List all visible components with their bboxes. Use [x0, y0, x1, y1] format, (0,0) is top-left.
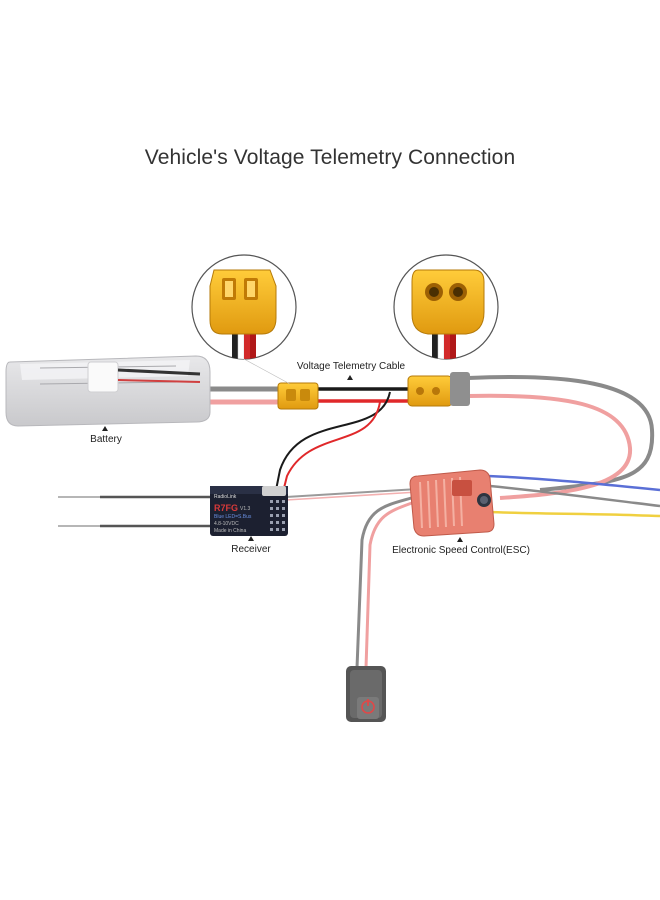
- receiver-led: Blue LED=S.Bus: [214, 514, 252, 520]
- receiver-origin: Made in China: [214, 528, 246, 534]
- esc-label: Electronic Speed Control(ESC): [392, 545, 530, 556]
- connector-inset-female: [393, 254, 499, 360]
- power-icon: [361, 699, 375, 714]
- battery-lead: [198, 386, 280, 405]
- esc-marker: [457, 537, 463, 542]
- switch-lead: [355, 494, 421, 669]
- telemetry-cable-wires: [275, 387, 410, 493]
- cable-label-bg: [294, 359, 408, 372]
- receiver-antennas: [58, 495, 212, 528]
- receiver-marker: [248, 536, 254, 541]
- inset-pointer-left: [243, 358, 291, 385]
- receiver: RadioLink R7FG V1.3 Blue LED=S.Bus 4.8-1…: [210, 486, 288, 536]
- receiver-label: Receiver: [231, 544, 271, 555]
- label-markers: [102, 375, 463, 542]
- power-switch: [346, 666, 386, 722]
- page-title: Vehicle's Voltage Telemetry Connection: [144, 146, 516, 169]
- receiver-pin-header: [270, 500, 285, 531]
- battery-label: Battery: [90, 434, 122, 445]
- receiver-version: V1.3: [240, 506, 251, 512]
- motor-wires: [487, 474, 660, 518]
- xt60-female-connector: [407, 372, 470, 407]
- cable-marker: [347, 375, 353, 380]
- xt60-male-connector: [277, 382, 319, 410]
- battery-pack: [5, 355, 211, 427]
- connector-inset-male: [191, 254, 297, 360]
- esc: [409, 469, 495, 537]
- signal-lead: [285, 488, 419, 501]
- cable-label: Voltage Telemetry Cable: [297, 361, 406, 372]
- battery-marker: [102, 426, 108, 431]
- receiver-model: R7FG: [214, 503, 238, 513]
- receiver-brand: RadioLink: [214, 494, 237, 500]
- receiver-voltage: 4.8-10VDC: [214, 521, 239, 527]
